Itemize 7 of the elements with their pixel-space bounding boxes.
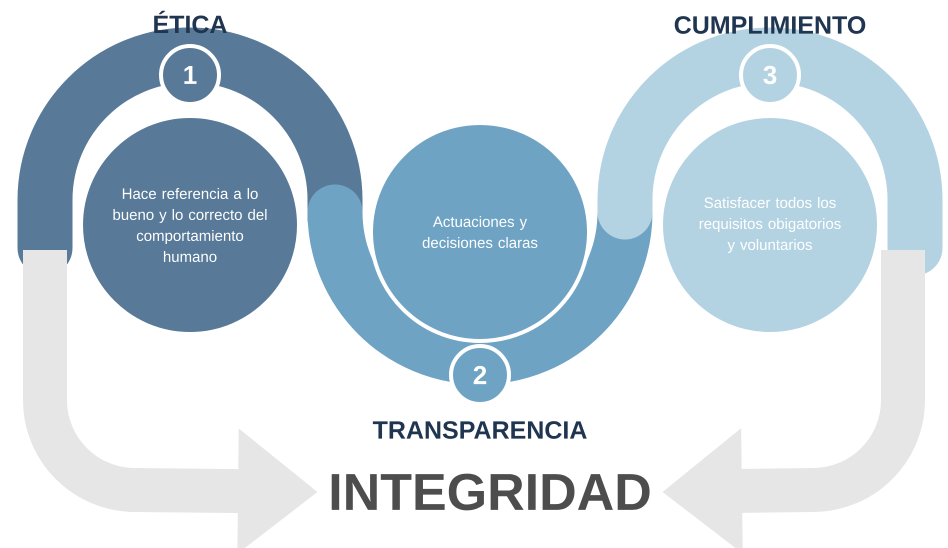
- heading: ÉTICA: [154, 10, 227, 34]
- number-badge: 2: [449, 344, 511, 406]
- heading: CUMPLIMIENTO: [674, 16, 866, 34]
- title-text: INTEGRIDAD: [332, 474, 650, 510]
- number-badge: 1: [159, 44, 221, 106]
- heading: TRANSPARENCIA: [372, 421, 587, 439]
- number-badge: 3: [739, 44, 801, 106]
